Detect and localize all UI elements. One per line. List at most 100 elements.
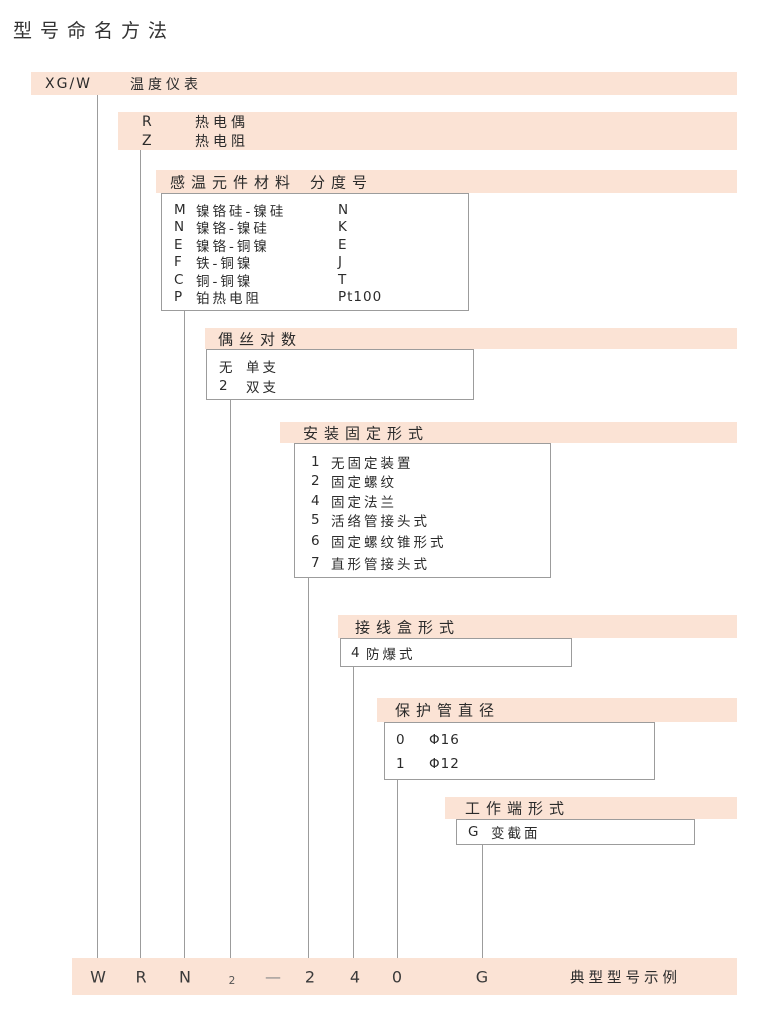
table-row: N 镍铬-镍硅 K: [174, 219, 468, 237]
mounting-header: 安装固定形式: [280, 422, 737, 443]
row-label: 铁-铜镍: [196, 256, 254, 273]
working-end-header: 工作端形式: [445, 797, 737, 819]
row-code: M: [174, 201, 186, 218]
row-label: 直形管接头式: [331, 556, 430, 573]
row-label: 变截面: [491, 826, 541, 842]
tube-diameter-header: 保护管直径: [377, 698, 737, 722]
row-label: 热电偶: [195, 114, 249, 131]
row-code: Z: [142, 132, 152, 149]
wire-pairs-box: 无 单支 2 双支: [206, 349, 474, 400]
row-label: 镍铬硅-镍硅: [196, 203, 287, 220]
section-title: 保护管直径: [395, 701, 501, 720]
root-model-bar: XG/W 温度仪表: [31, 72, 737, 95]
element-material-header: 感温元件材料 分度号: [156, 170, 737, 193]
row-label: 固定螺纹锥形式: [331, 534, 447, 551]
row-code: E: [174, 236, 183, 253]
row-label: 固定螺纹: [331, 475, 397, 492]
connector-line-junction-box: [353, 667, 354, 958]
example-char-w: W: [90, 967, 106, 986]
connector-line-root: [97, 95, 98, 958]
example-char-4: 4: [349, 967, 361, 986]
table-row: 0 Φ16: [396, 728, 654, 752]
junction-box-box: 4 防爆式: [340, 638, 572, 667]
sensor-type-row: Z 热电阻: [118, 131, 737, 150]
mounting-box: 1 无固定装置 2 固定螺纹 4 固定法兰 5 活络管接头式 6 固定螺纹锥形式…: [294, 443, 551, 578]
row-code: 5: [311, 512, 320, 529]
row-graduation: J: [338, 254, 343, 271]
connector-line-mounting: [308, 578, 309, 958]
connector-line-sensor-type: [140, 150, 141, 958]
element-material-box: M 镍铬硅-镍硅 N N 镍铬-镍硅 K E 镍铬-铜镍 E F 铁-铜镍 J …: [161, 193, 469, 311]
table-row: 1 无固定装置: [311, 452, 550, 472]
row-label: 单支: [246, 360, 279, 376]
example-char-dash: —: [265, 967, 281, 986]
row-label: 双支: [246, 380, 279, 396]
table-row: 2 双支: [219, 376, 473, 396]
table-row: 4 防爆式: [351, 639, 571, 666]
row-code: 无: [219, 360, 233, 376]
section-title: 偶丝对数: [218, 330, 303, 348]
row-code: 0: [396, 732, 405, 748]
table-row: M 镍铬硅-镍硅 N: [174, 201, 468, 220]
table-row: 4 固定法兰: [311, 491, 550, 511]
working-end-box: G 变截面: [456, 819, 695, 845]
example-model-bar: W R N 2 — 2 4 0 G 典型型号示例: [72, 958, 737, 995]
row-code: 4: [311, 492, 320, 509]
row-code: 2: [219, 378, 228, 394]
row-label: Φ12: [429, 756, 460, 772]
row-graduation: N: [338, 201, 350, 218]
row-code: 1: [396, 756, 405, 772]
table-row: P 铂热电阻 Pt100: [174, 289, 468, 307]
row-graduation: K: [338, 219, 348, 236]
section-title: 安装固定形式: [303, 424, 430, 442]
row-label: 铜-铜镍: [196, 273, 254, 290]
sensor-type-bar: R 热电偶 Z 热电阻: [118, 112, 737, 150]
row-label: 活络管接头式: [331, 514, 430, 531]
connector-line-element-material: [184, 311, 185, 958]
row-label: 防爆式: [366, 646, 416, 663]
row-code: 7: [311, 554, 320, 571]
table-row: 2 固定螺纹: [311, 472, 550, 492]
row-label: 铂热电阻: [196, 291, 262, 308]
row-code: 4: [351, 644, 360, 661]
example-char-2: 2: [304, 967, 316, 986]
table-row: 1 Φ12: [396, 752, 654, 776]
connector-line-tube-diameter: [397, 780, 398, 958]
section-title: 感温元件材料: [170, 173, 297, 191]
row-label: 无固定装置: [331, 455, 414, 472]
row-code: 6: [311, 532, 320, 549]
table-row: 7 直形管接头式: [311, 551, 550, 574]
wire-pairs-header: 偶丝对数: [205, 328, 737, 349]
section-col2-title: 分度号: [310, 173, 374, 191]
row-label: 热电阻: [195, 133, 249, 150]
row-code: P: [174, 289, 183, 306]
row-code: 1: [311, 453, 320, 470]
example-char-r: R: [135, 967, 147, 986]
root-label: 温度仪表: [130, 76, 202, 93]
row-label: 固定法兰: [331, 494, 397, 511]
row-label: 镍铬-镍硅: [196, 221, 270, 238]
table-row: E 镍铬-铜镍 E: [174, 236, 468, 255]
sensor-type-row: R 热电偶: [118, 112, 737, 131]
table-row: 6 固定螺纹锥形式: [311, 530, 550, 551]
section-title: 工作端形式: [465, 799, 571, 818]
row-graduation: T: [338, 271, 348, 288]
row-code: R: [142, 113, 152, 130]
section-title: 接线盒形式: [355, 618, 461, 636]
row-code: F: [174, 254, 182, 271]
row-graduation: Pt100: [338, 289, 383, 306]
row-label: Φ16: [429, 732, 460, 748]
row-label: 镍铬-铜镍: [196, 238, 270, 255]
table-row: 无 单支: [219, 356, 473, 376]
table-row: F 铁-铜镍 J: [174, 254, 468, 272]
connector-line-working-end: [482, 845, 483, 958]
row-code: N: [174, 219, 185, 236]
row-graduation: E: [338, 236, 348, 253]
row-code: G: [468, 824, 479, 840]
example-caption: 典型型号示例: [570, 970, 681, 986]
example-char-0: 0: [391, 967, 403, 986]
example-char-g: G: [475, 967, 489, 986]
example-char-subscript-2: 2: [228, 974, 236, 987]
page-title: 型号命名方法: [13, 20, 176, 42]
